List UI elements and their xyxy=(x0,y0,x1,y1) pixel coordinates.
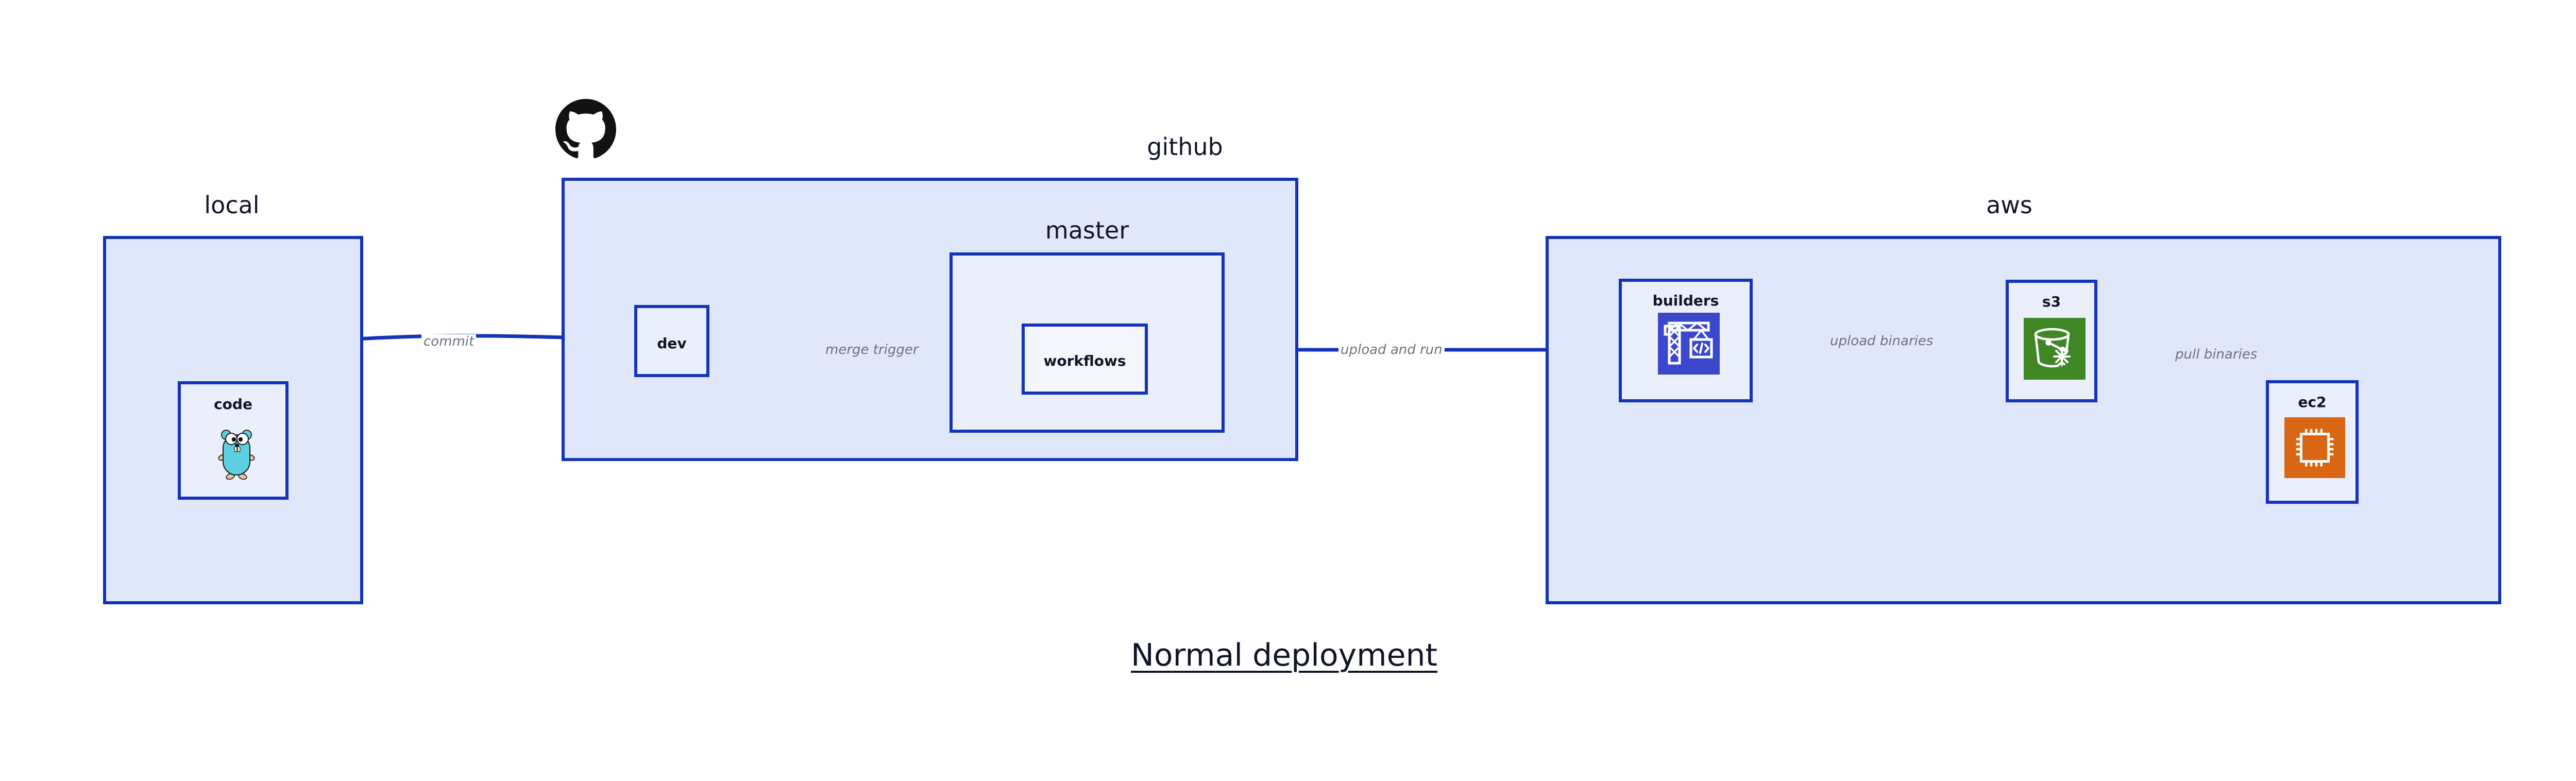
node-label-builders: builders xyxy=(1652,292,1719,309)
node-label-dev: dev xyxy=(657,335,687,352)
node-s3[interactable]: s3 xyxy=(2006,280,2097,402)
node-label-s3: s3 xyxy=(2042,293,2061,310)
aws-codebuild-icon xyxy=(1658,313,1720,375)
aws-s3-glacier-icon xyxy=(2024,318,2086,380)
node-label-workflows: workflows xyxy=(1043,352,1126,369)
aws-ec2-icon xyxy=(2284,417,2345,478)
group-label-github: github xyxy=(1147,133,1223,161)
node-label-ec2: ec2 xyxy=(2298,394,2327,411)
edge-label-upload-binaries: upload binaries xyxy=(1828,334,1936,348)
node-workflows[interactable]: workflows xyxy=(1022,324,1148,395)
node-dev[interactable]: dev xyxy=(634,305,709,377)
edge-label-commit: commit xyxy=(421,334,477,349)
node-builders[interactable]: builders xyxy=(1619,279,1753,402)
node-label-code: code xyxy=(214,396,252,413)
group-label-local: local xyxy=(204,191,260,219)
group-label-aws: aws xyxy=(1986,191,2032,219)
edge-label-upload-and-run: upload and run xyxy=(1338,343,1445,357)
diagram-title: Normal deployment xyxy=(1131,637,1438,673)
github-octocat-icon xyxy=(555,99,616,160)
edge-label-merge-trigger: merge trigger xyxy=(823,343,921,357)
group-local xyxy=(103,236,363,604)
node-code[interactable]: code xyxy=(178,381,289,500)
node-ec2[interactable]: ec2 xyxy=(2266,380,2359,504)
edge-label-pull-binaries: pull binaries xyxy=(2173,347,2260,362)
group-label-master: master xyxy=(1045,216,1129,244)
golang-gopher-icon xyxy=(218,423,255,480)
